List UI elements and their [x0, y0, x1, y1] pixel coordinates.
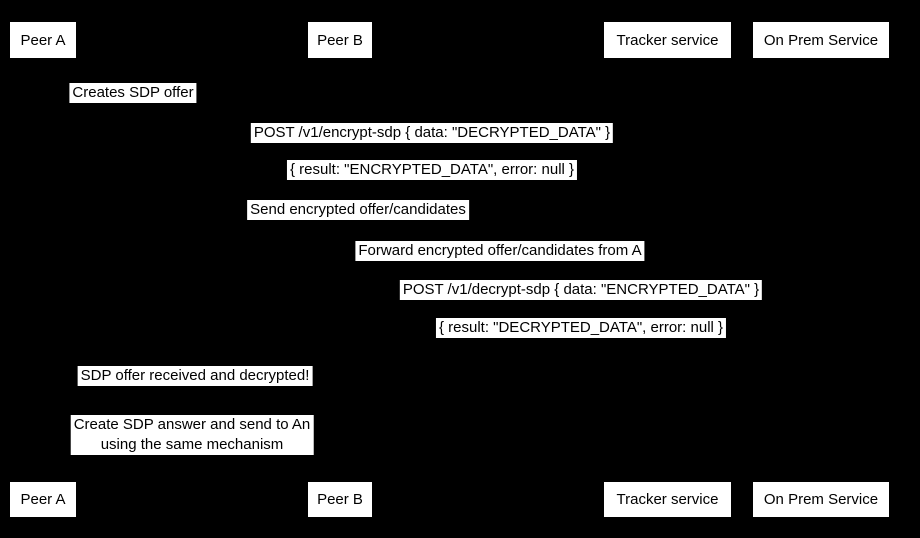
- participant-peer-b-bottom: Peer B: [308, 482, 372, 517]
- participant-tracker-service-top: Tracker service: [604, 22, 731, 58]
- participant-tracker-service-bottom: Tracker service: [604, 482, 731, 517]
- lifeline-on-prem-service: [821, 58, 822, 482]
- message-post-decrypt-sdp: POST /v1/decrypt-sdp { data: "ENCRYPTED_…: [399, 280, 763, 300]
- message-creates-sdp-offer: Creates SDP offer: [69, 83, 197, 103]
- message-post-encrypt-sdp: POST /v1/encrypt-sdp { data: "DECRYPTED_…: [250, 123, 614, 143]
- message-encrypt-result: { result: "ENCRYPTED_DATA", error: null …: [286, 160, 578, 180]
- message-sdp-offer-received: SDP offer received and decrypted!: [77, 366, 313, 386]
- participant-on-prem-service-bottom: On Prem Service: [753, 482, 889, 517]
- lifeline-peer-b: [340, 58, 341, 482]
- message-decrypt-result: { result: "DECRYPTED_DATA", error: null …: [435, 318, 727, 338]
- participant-on-prem-service-top: On Prem Service: [753, 22, 889, 58]
- participant-peer-b-top: Peer B: [308, 22, 372, 58]
- message-send-encrypted-offer: Send encrypted offer/candidates: [247, 200, 469, 220]
- message-forward-encrypted-offer: Forward encrypted offer/candidates from …: [355, 241, 645, 261]
- participant-peer-a-bottom: Peer A: [10, 482, 76, 517]
- message-create-sdp-answer: Create SDP answer and send to An using t…: [70, 415, 314, 455]
- lifeline-peer-a: [43, 58, 44, 482]
- participant-peer-a-top: Peer A: [10, 22, 76, 58]
- message-line: using the same mechanism: [100, 436, 284, 453]
- message-line: Create SDP answer and send to An: [73, 416, 311, 433]
- lifeline-tracker-service: [667, 58, 668, 482]
